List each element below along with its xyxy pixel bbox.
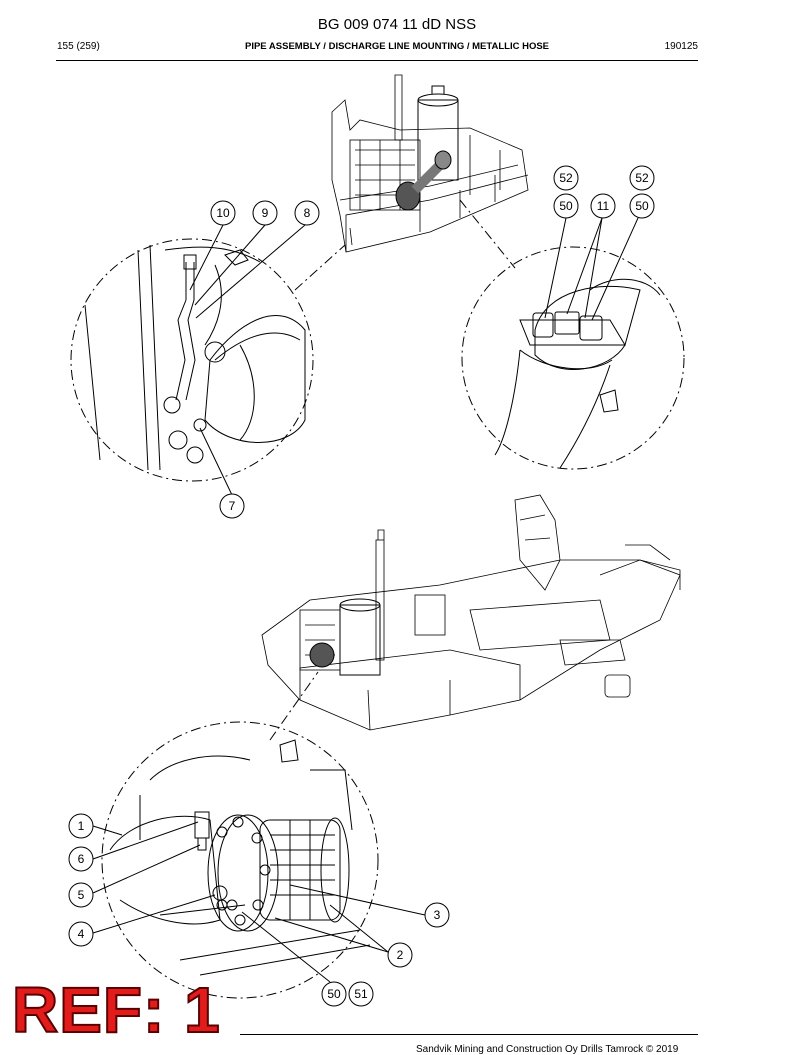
callout-50b: 50 bbox=[629, 193, 655, 219]
top-machine-overview bbox=[331, 74, 529, 253]
leader-lines-top bbox=[189, 217, 639, 496]
svg-text:8: 8 bbox=[304, 206, 311, 220]
svg-text:3: 3 bbox=[434, 908, 441, 922]
detail-view-bottom bbox=[101, 671, 379, 999]
svg-text:1: 1 bbox=[78, 819, 85, 833]
callout-11: 11 bbox=[590, 193, 616, 219]
header-rule bbox=[56, 60, 698, 61]
date-code: 190125 bbox=[664, 41, 698, 52]
svg-text:51: 51 bbox=[354, 987, 368, 1001]
callout-2: 2 bbox=[387, 942, 413, 968]
callout-4: 4 bbox=[68, 921, 94, 947]
callout-5: 5 bbox=[68, 882, 94, 908]
bottom-machine-overview bbox=[261, 494, 681, 731]
callout-51: 51 bbox=[348, 981, 374, 1007]
callout-8: 8 bbox=[294, 200, 320, 226]
footer-rule bbox=[240, 1034, 698, 1035]
svg-text:9: 9 bbox=[262, 206, 269, 220]
callout-7: 7 bbox=[219, 493, 245, 519]
svg-text:7: 7 bbox=[229, 499, 236, 513]
page-number: 155 (259) bbox=[57, 41, 100, 52]
svg-text:6: 6 bbox=[78, 852, 85, 866]
detail-view-right bbox=[459, 199, 685, 470]
callout-10: 10 bbox=[210, 200, 236, 226]
callout-50c: 50 bbox=[321, 981, 347, 1007]
callout-9: 9 bbox=[252, 200, 278, 226]
svg-text:50: 50 bbox=[327, 987, 341, 1001]
svg-text:52: 52 bbox=[635, 171, 649, 185]
copyright-text: Sandvik Mining and Construction Oy Drill… bbox=[416, 1044, 679, 1055]
svg-text:4: 4 bbox=[78, 927, 85, 941]
svg-text:2: 2 bbox=[397, 948, 404, 962]
svg-text:52: 52 bbox=[559, 171, 573, 185]
callout-52b: 52 bbox=[629, 165, 655, 191]
callout-1: 1 bbox=[68, 813, 94, 839]
svg-text:11: 11 bbox=[597, 199, 610, 213]
callout-52a: 52 bbox=[553, 165, 579, 191]
svg-text:50: 50 bbox=[559, 199, 573, 213]
ref-stamp: REF: 1 bbox=[11, 974, 221, 1046]
callout-3: 3 bbox=[424, 902, 450, 928]
svg-text:5: 5 bbox=[78, 888, 85, 902]
svg-text:10: 10 bbox=[216, 206, 230, 220]
leader-lines-bottom bbox=[92, 821, 426, 983]
callouts-top: 10 9 8 7 52 52 50 11 50 bbox=[210, 165, 655, 519]
detail-view-left bbox=[70, 238, 346, 482]
callout-50a: 50 bbox=[553, 193, 579, 219]
section-title: PIPE ASSEMBLY / DISCHARGE LINE MOUNTING … bbox=[244, 41, 550, 52]
callouts-bottom: 1 6 5 4 3 2 50 51 bbox=[68, 813, 450, 1007]
svg-text:50: 50 bbox=[635, 199, 649, 213]
callout-6: 6 bbox=[68, 846, 94, 872]
document-id: BG 009 074 11 dD NSS bbox=[317, 16, 477, 33]
